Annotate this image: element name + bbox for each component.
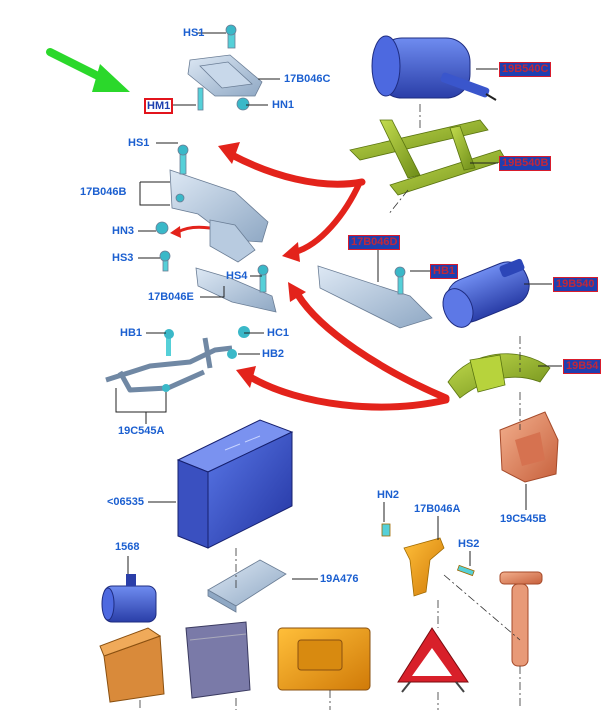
label-hs1-top: HS1 xyxy=(183,27,205,39)
label-1568: 1568 xyxy=(115,541,140,553)
holder-19c545b xyxy=(499,411,559,483)
bracket-17b046e xyxy=(195,264,277,313)
label-19c545b: 19C545B xyxy=(500,513,547,525)
label-hb1: HB1 xyxy=(120,327,143,339)
label-19b54: 19B54 xyxy=(562,359,601,374)
leader-lines xyxy=(115,32,562,580)
red-flow-arrow-head xyxy=(282,242,300,262)
dash-dot-lines xyxy=(139,104,521,710)
label-19b540: 19B540 xyxy=(553,277,598,292)
label-17b046c: 17B046C xyxy=(284,73,331,85)
label-hs2: HS2 xyxy=(458,538,480,550)
red-flow-arrow xyxy=(294,291,450,402)
red-flow-arrow xyxy=(248,374,450,411)
bracket-17b046c xyxy=(187,24,263,111)
green-pointer-arrow xyxy=(46,48,130,92)
bracket-17b046b xyxy=(155,144,269,272)
emergency-hammer xyxy=(499,571,543,667)
strap-19b540b xyxy=(349,119,507,196)
label-hb-highlight: HB1 xyxy=(429,264,459,279)
label-hs1-mid: HS1 xyxy=(128,137,150,149)
label-hs4: HS4 xyxy=(226,270,248,282)
red-flow-arrow xyxy=(176,225,212,234)
label-hm1-highlight: HM1 xyxy=(144,98,174,114)
red-flow-arrow-head xyxy=(288,282,306,302)
warning-triangle xyxy=(397,627,469,693)
label-19c545a: 19C545A xyxy=(118,425,165,437)
label-hs3: HS3 xyxy=(112,252,134,264)
label-17b046b: 17B046B xyxy=(80,186,127,198)
plate-17b046d xyxy=(317,265,433,329)
label-hb2: HB2 xyxy=(262,348,285,360)
label-hn1: HN1 xyxy=(272,99,295,111)
red-flow-arrow-head xyxy=(218,142,240,164)
red-flow-arrow-head xyxy=(236,366,256,388)
label-17b046e: 17B046E xyxy=(148,291,194,303)
extinguisher-19b540 xyxy=(442,258,530,328)
holder-19b54 xyxy=(447,353,551,399)
label-06535: <06535 xyxy=(107,496,145,508)
label-17b046d: 17B046D xyxy=(347,235,401,250)
pouch-grey xyxy=(185,621,251,699)
red-flow-arrows xyxy=(170,142,450,411)
label-19b540b: 19B540B xyxy=(498,156,552,171)
label-17b046a: 17B046A xyxy=(414,503,461,515)
red-flow-arrow xyxy=(292,179,363,255)
first-aid-pouch xyxy=(99,627,165,703)
bracket-17b046a xyxy=(381,523,475,597)
bracket-19c545a xyxy=(105,337,233,393)
red-flow-arrow-head xyxy=(170,226,181,238)
extinguisher-19b540c xyxy=(371,35,497,101)
label-19a476: 19A476 xyxy=(320,573,359,585)
extinguisher-1568 xyxy=(101,574,157,623)
tray-19a476 xyxy=(207,559,287,613)
red-flow-arrow xyxy=(228,151,366,188)
label-19b540c: 19B540C xyxy=(498,62,552,77)
label-hc1: HC1 xyxy=(267,327,290,339)
box-06535 xyxy=(176,419,294,549)
label-hn3: HN3 xyxy=(112,225,135,237)
label-hn2: HN2 xyxy=(377,489,400,501)
case-orange xyxy=(277,627,371,691)
